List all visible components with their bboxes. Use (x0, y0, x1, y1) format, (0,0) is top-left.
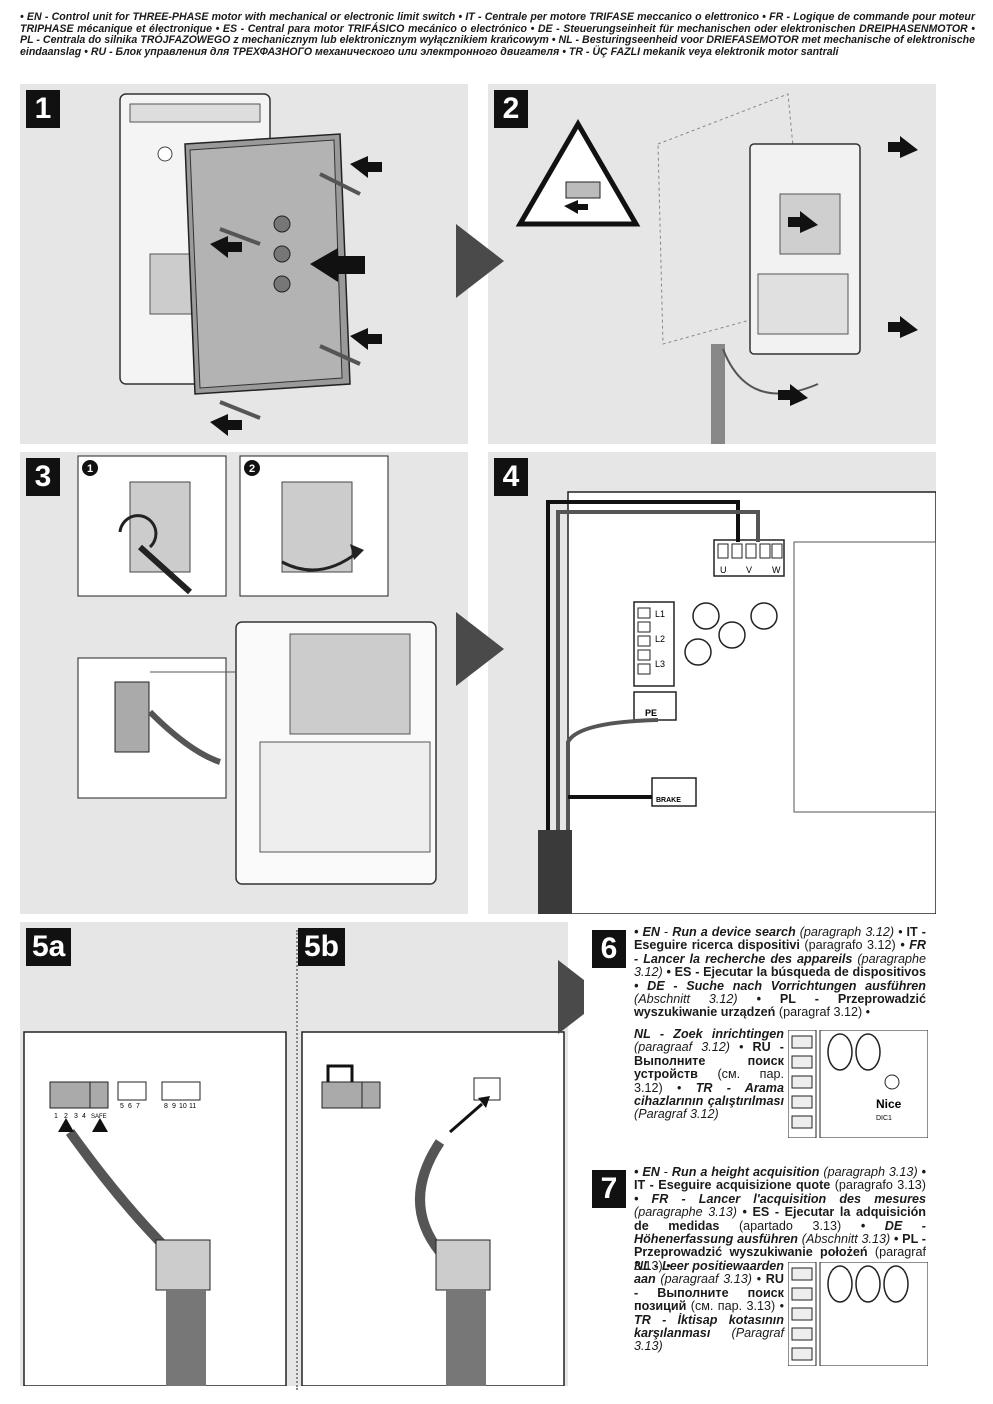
motor-wiring-illustration: U V W L1 L2 L3 PE BRAKE (538, 491, 936, 914)
terminal-3: 3 (74, 1113, 78, 1120)
terminal-l3: L3 (655, 659, 665, 669)
step-6-instructions: • EN - Run a device search (paragraph 3.… (634, 925, 927, 1020)
terminal-safe: SAFE (91, 1114, 107, 1120)
step-number: 1 (26, 90, 60, 128)
terminal-7: 7 (136, 1103, 140, 1110)
cover-removal-and-wiring-illustration: 1 2 (77, 455, 437, 885)
panel-step-4: 4 U V W L1 L2 L3 PE BRAKE (488, 452, 936, 914)
sub-step-1: 1 (87, 463, 93, 475)
divider-dotted (296, 930, 298, 1390)
panel-step-2: 2 (488, 84, 936, 444)
device-brand: Nice (876, 1097, 902, 1111)
terminal-5: 5 (120, 1103, 124, 1110)
terminal-w: W (772, 565, 781, 575)
step-7-instructions-narrow: NL - Leer positiewaarden aan (paragraaf … (634, 1259, 784, 1354)
terminal-11: 11 (189, 1103, 196, 1110)
terminal-v: V (746, 565, 752, 575)
terminal-6: 6 (128, 1103, 132, 1110)
device-buttons-step-7-illustration (788, 1262, 928, 1366)
device-buttons-step-6-illustration: Nice DIC1 (788, 1030, 928, 1138)
terminal-8: 8 (164, 1103, 168, 1110)
step-number: 2 (494, 90, 528, 128)
panel-step-1: 1 (20, 84, 468, 444)
terminal-brake: BRAKE (656, 797, 681, 804)
step-number: 5b (298, 928, 346, 966)
terminal-u: U (720, 565, 727, 575)
terminal-2: 2 (64, 1113, 68, 1120)
step-number: 7 (592, 1170, 626, 1208)
terminal-10: 10 (179, 1103, 187, 1110)
terminal-1: 1 (54, 1113, 58, 1120)
terminal-l1: L1 (655, 609, 665, 619)
step-6-instructions-narrow: NL - Zoek inrichtingen (paragraaf 3.12) … (634, 1027, 784, 1122)
step-number: 3 (26, 458, 60, 496)
header-title: • EN - Control unit for THREE-PHASE moto… (20, 11, 975, 58)
step-7-instructions: • EN - Run a height acquisition (paragra… (634, 1165, 927, 1273)
step-number: 6 (592, 930, 626, 968)
device-model: DIC1 (876, 1115, 892, 1122)
wall-mounting-illustration (515, 93, 918, 444)
sub-step-2: 2 (249, 463, 255, 475)
flow-arrow-icon (558, 960, 606, 1034)
terminal-4: 4 (82, 1113, 86, 1120)
panel-step-5: 5a 5b 1 2 3 4 SAFE 5 6 7 8 9 10 11 (20, 922, 568, 1386)
terminal-9: 9 (172, 1103, 176, 1110)
flow-arrow-icon (456, 224, 504, 298)
step-number: 5a (26, 928, 72, 966)
panel-step-3: 3 1 2 (20, 452, 468, 914)
step-number: 4 (494, 458, 528, 496)
flow-arrow-icon (456, 612, 504, 686)
enclosure-open-illustration (119, 93, 382, 436)
terminal-l2: L2 (655, 634, 665, 644)
limit-switch-connection-illustration: 1 2 3 4 SAFE 5 6 7 8 9 10 11 (23, 1031, 565, 1386)
terminal-pe: PE (645, 708, 657, 718)
